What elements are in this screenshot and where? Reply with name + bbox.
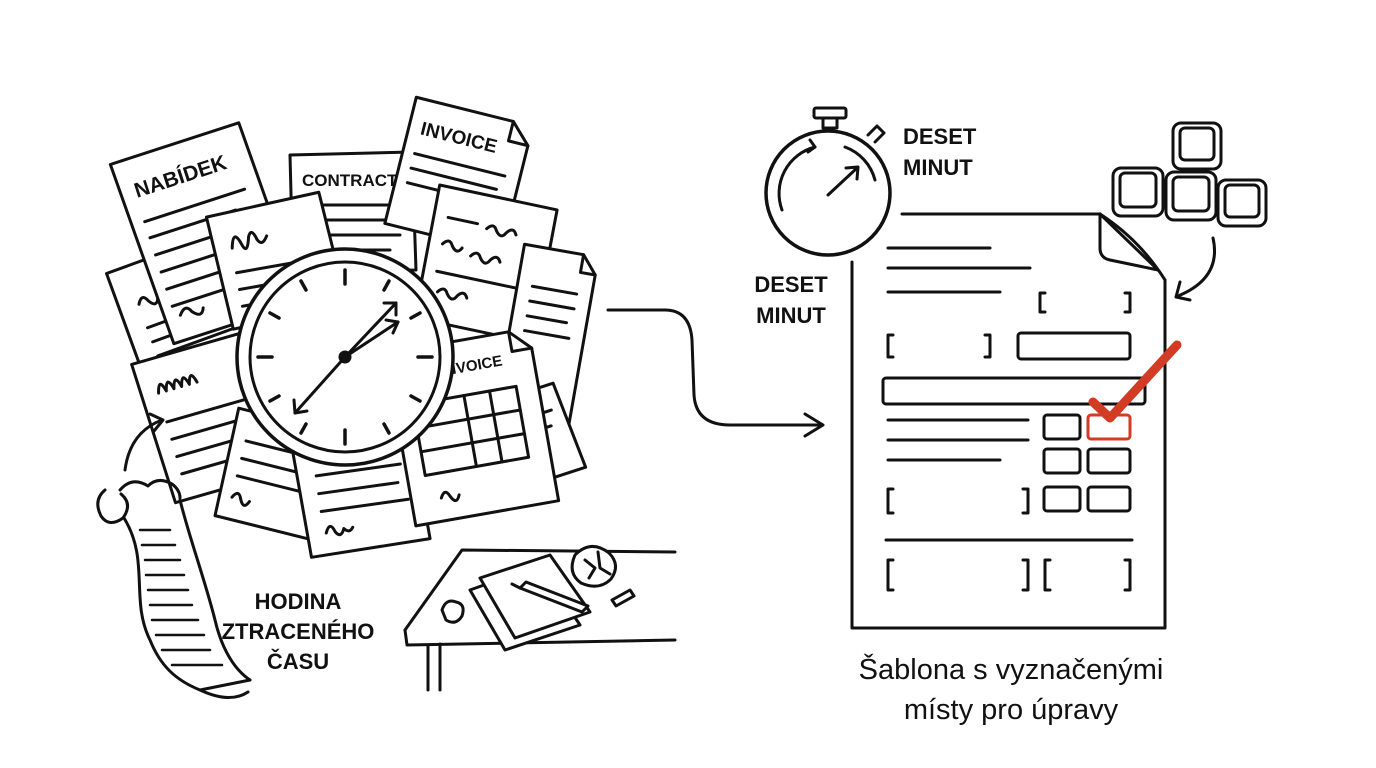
flow-arrow [606, 308, 825, 438]
checkmark [1086, 340, 1182, 441]
lost-hour-label-line-2: ZTRACENÉHO [222, 619, 375, 644]
template-caption-line-2: místy pro úpravy [903, 694, 1119, 726]
receipt-scroll [96, 479, 252, 699]
stopwatch-label-left-line-1: DESET [754, 272, 828, 297]
notepad [468, 553, 592, 652]
curved-arrow-left [123, 412, 165, 472]
stopwatch [764, 106, 892, 257]
template-document [850, 212, 1167, 630]
crumpled-paper-small [440, 599, 465, 624]
stopwatch-label-top-line-2: MINUT [903, 155, 973, 180]
stopwatch-label-top-line-1: DESET [903, 124, 977, 149]
document-contract-title: CONTRACT [302, 171, 398, 190]
pen-icon [510, 580, 590, 614]
template-caption-line-1: Šablona s vyznačenými [858, 654, 1164, 686]
stopwatch-label-left-line-2: MINUT [756, 303, 826, 328]
wall-clock [235, 247, 455, 467]
crumpled-paper [570, 545, 617, 588]
paper-stack: NABÍDEK CONTRACT INVOICE [105, 95, 597, 559]
template-caption: Šablona s vyznačenými místy pro úpravy [806, 650, 1216, 730]
keyboard-keys [1111, 121, 1268, 228]
pen-cap-icon [610, 588, 636, 608]
lost-hour-label-line-1: HODINA [255, 589, 342, 614]
lost-hour-label-line-3: ČASU [267, 649, 329, 674]
curved-arrow-keys [1174, 236, 1216, 302]
